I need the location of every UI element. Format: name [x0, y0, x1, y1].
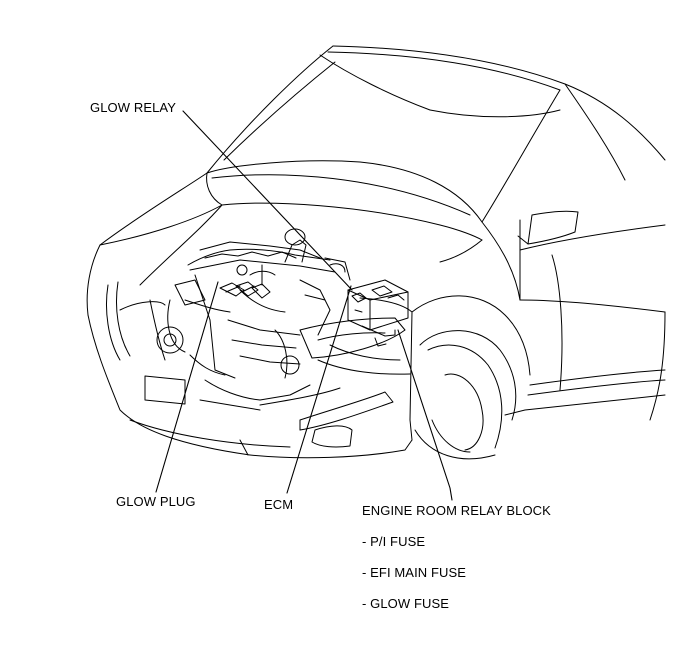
relay-block	[347, 279, 409, 347]
ecm-label: ECM	[264, 497, 294, 512]
relay-block-leader	[397, 329, 453, 501]
glow-relay-leader	[182, 110, 353, 291]
glow-plug-area	[219, 281, 271, 299]
engine-assembly	[156, 228, 351, 411]
engine-room-relay-block-label: ENGINE ROOM RELAY BLOCK	[362, 503, 551, 518]
roof-and-windshield	[206, 45, 666, 223]
side-body	[504, 210, 666, 421]
glow-plug-leader	[155, 281, 219, 493]
efi-main-fuse-label: - EFI MAIN FUSE	[362, 565, 467, 580]
glow-plug-label: GLOW PLUG	[116, 494, 196, 509]
front-bumper	[86, 244, 413, 459]
front-wheel	[411, 295, 531, 460]
glow-fuse-label: - GLOW FUSE	[362, 596, 450, 611]
ecm-leader	[286, 285, 352, 494]
glow-relay-label: GLOW RELAY	[90, 100, 177, 115]
hood	[99, 160, 521, 301]
headlamp	[299, 317, 406, 359]
pi-fuse-label: - P/I FUSE	[362, 534, 426, 549]
leader-lines	[155, 110, 453, 501]
